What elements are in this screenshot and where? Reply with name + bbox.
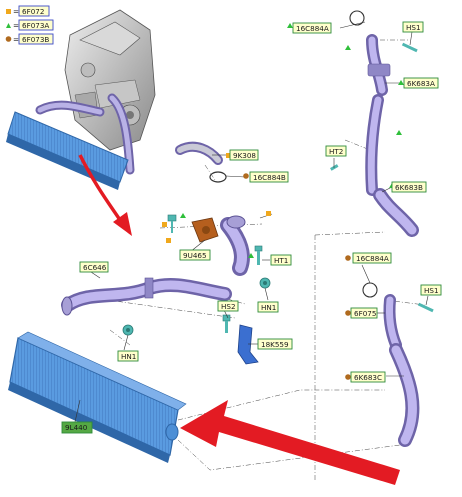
legend-item-circle: = 6F073B <box>5 33 54 45</box>
svg-text:16C884A: 16C884A <box>356 254 389 263</box>
svg-text:=: = <box>13 7 19 16</box>
legend: = 6F072 = 6F073A = 6F073B <box>5 5 54 45</box>
label-HS1-mid: HS1 <box>420 284 442 296</box>
svg-text:9U465: 9U465 <box>183 251 207 260</box>
label-HT2: HT2 <box>325 145 347 157</box>
o-ring-16C884B <box>209 171 227 183</box>
label-9L440: 9L440 <box>61 421 93 434</box>
sensor-9U465 <box>191 217 219 243</box>
marker-circle <box>345 374 351 380</box>
hose-9K308 <box>175 141 223 165</box>
svg-text:HN1: HN1 <box>261 303 276 312</box>
label-9K308: 9K308 <box>229 149 259 161</box>
svg-text:=: = <box>13 35 19 44</box>
legend-code: 6F072 <box>22 7 44 16</box>
label-HN1-upper: HN1 <box>257 301 279 313</box>
svg-text:HS1: HS1 <box>406 23 421 32</box>
label-HS1-top: HS1 <box>402 21 424 33</box>
right-pipe-6K683C <box>389 343 420 447</box>
label-16C884B: 16C884B <box>249 171 289 183</box>
label-6K683A: 6K683A <box>403 77 439 89</box>
marker-triangle <box>248 253 254 258</box>
engine-pipe <box>35 93 135 175</box>
marker-square <box>266 211 271 216</box>
screw-HS1-top <box>401 42 418 53</box>
marker-square <box>162 222 167 227</box>
label-6F075: 6F075 <box>350 307 378 319</box>
legend-code: 6F073A <box>22 21 49 30</box>
screw-HS1-mid <box>417 302 434 313</box>
right-pipe-6K683A <box>365 94 384 196</box>
marker-triangle <box>396 130 402 135</box>
bracket-18K559 <box>237 324 259 365</box>
part-markers <box>162 23 404 380</box>
red-curved-arrow <box>78 154 132 236</box>
label-16C884A-mid: 16C884A <box>352 252 392 264</box>
marker-circle <box>345 255 351 261</box>
marker-circle <box>243 173 249 179</box>
engine-assembly <box>64 9 156 151</box>
svg-text:HS1: HS1 <box>424 286 439 295</box>
marker-triangle <box>398 80 404 85</box>
svg-text:=: = <box>13 21 19 30</box>
screw-HS2 <box>222 314 231 333</box>
right-pipe-upper <box>366 34 391 96</box>
legend-item-triangle: = 6F073A <box>6 19 54 31</box>
svg-text:HT2: HT2 <box>329 147 343 156</box>
label-HN1-lower: HN1 <box>117 350 139 362</box>
marker-square <box>166 238 171 243</box>
dash-leaders <box>107 39 426 480</box>
svg-text:6C646: 6C646 <box>83 263 107 272</box>
label-16C884A-top: 16C884A <box>292 22 332 34</box>
marker-triangle <box>345 45 351 50</box>
marker-triangle <box>180 213 186 218</box>
o-ring-16C884A-top <box>349 10 365 26</box>
svg-text:6K683B: 6K683B <box>395 183 423 192</box>
svg-text:HT1: HT1 <box>274 256 288 265</box>
svg-text:6K683A: 6K683A <box>407 79 435 88</box>
label-6K683B: 6K683B <box>391 181 427 193</box>
svg-text:18K559: 18K559 <box>261 340 289 349</box>
legend-code: 6F073B <box>22 35 49 44</box>
marker-triangle <box>287 23 293 28</box>
label-HT1: HT1 <box>270 254 292 266</box>
svg-text:9K308: 9K308 <box>233 151 256 160</box>
nut-HN1-upper <box>259 277 271 289</box>
label-18K559: 18K559 <box>257 338 293 350</box>
nut-HN1-lower <box>122 324 134 336</box>
legend-item-square: = 6F072 <box>6 5 50 17</box>
marker-square <box>226 153 231 158</box>
bolt-left <box>167 214 177 233</box>
label-6C646: 6C646 <box>79 261 109 273</box>
red-big-arrow <box>180 400 400 485</box>
marker-circle <box>345 310 351 316</box>
label-HS2: HS2 <box>217 300 239 312</box>
screw-HT1 <box>254 245 263 265</box>
intercooler-main <box>8 331 187 463</box>
label-6K683C: 6K683C <box>350 371 386 383</box>
right-pipe-6K683B <box>373 188 419 237</box>
throttle-elbow <box>220 215 250 276</box>
svg-text:16C884B: 16C884B <box>253 173 286 182</box>
svg-text:6F075: 6F075 <box>354 309 376 318</box>
o-ring-16C884A-mid <box>362 282 378 298</box>
svg-text:6K683C: 6K683C <box>354 373 382 382</box>
svg-text:HS2: HS2 <box>221 302 236 311</box>
svg-text:9L440: 9L440 <box>65 423 88 432</box>
charge-pipe-6C646 <box>61 277 232 316</box>
part-labels: 9K308 16C884B 9U465 HT1 HN1 6C646 HS2 1 <box>61 21 442 434</box>
svg-text:16C884A: 16C884A <box>296 24 329 33</box>
label-9U465: 9U465 <box>179 249 211 261</box>
svg-text:HN1: HN1 <box>121 352 136 361</box>
right-pipe-lower <box>383 294 402 351</box>
